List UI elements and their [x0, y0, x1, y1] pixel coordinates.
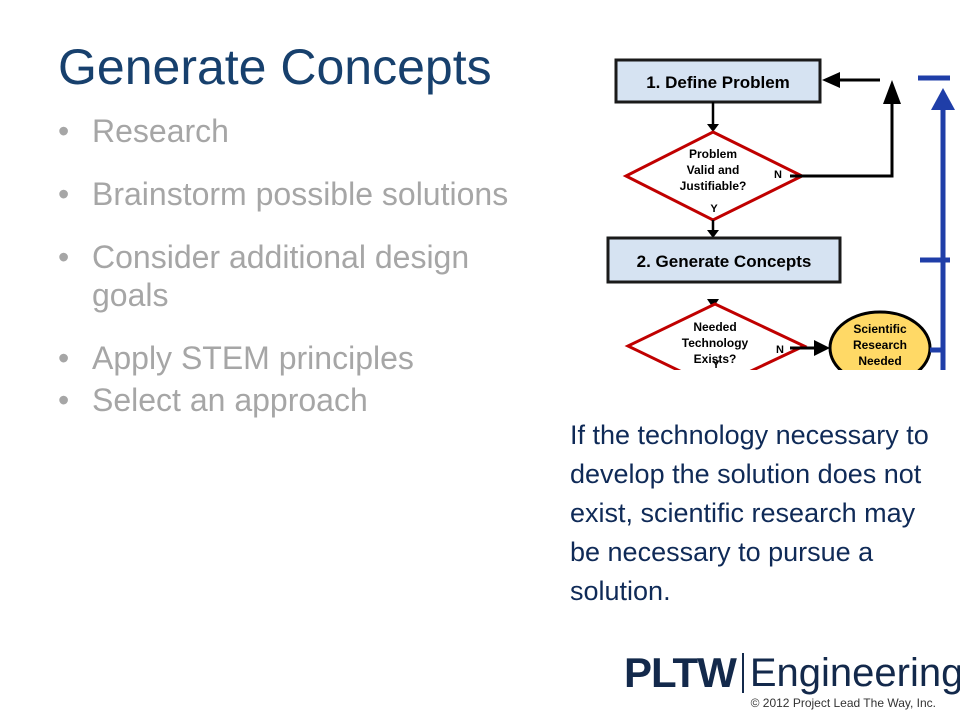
blue-arrowhead-up — [931, 88, 955, 110]
blue-return-bracket — [918, 75, 955, 370]
decision2-no-label: N — [776, 344, 784, 356]
arrowhead-down-1 — [707, 124, 719, 132]
define-problem-step: 1. Define Problem — [614, 58, 822, 104]
decision1-line2: Valid and — [687, 163, 740, 177]
decision2-yes-label: Y — [712, 359, 720, 370]
decision2-line3: Exists? — [694, 352, 737, 366]
problem-valid-decision: Problem Valid and Justifiable? N Y — [622, 130, 806, 222]
decision1-line1: Problem — [689, 147, 737, 161]
arrowhead-down-2 — [707, 230, 719, 238]
research-line3: Needed — [858, 354, 901, 368]
technology-exists-decision: Needed Technology Exists? N Y — [624, 302, 808, 370]
decision2-line1: Needed — [693, 320, 736, 334]
design-process-flowchart: 1. Define Problem Problem Valid and Just… — [606, 58, 955, 370]
slide-title: Generate Concepts — [58, 39, 492, 95]
decision1-no-label: N — [774, 169, 782, 181]
research-line1: Scientific — [853, 322, 907, 336]
bullet-stem: Apply STEM principles — [58, 339, 538, 377]
arrowhead-right-research — [814, 340, 830, 356]
logo-divider — [741, 653, 744, 693]
bullet-research: Research — [58, 112, 538, 150]
logo-subbrand: Engineering — [749, 650, 960, 695]
bullet-brainstorm: Brainstorm possible solutions — [58, 175, 538, 213]
generate-concepts-step: 2. Generate Concepts — [606, 236, 842, 284]
copyright-notice: © 2012 Project Lead The Way, Inc. — [750, 696, 936, 710]
logo-brand: PLTW — [624, 649, 737, 696]
bullet-select-approach: Select an approach — [58, 381, 538, 419]
generate-concepts-label: 2. Generate Concepts — [637, 252, 812, 271]
bullet-list: Research Brainstorm possible solutions C… — [58, 112, 538, 419]
explanation-caption: If the technology necessary to develop t… — [570, 420, 929, 606]
research-line2: Research — [853, 338, 907, 352]
pltw-engineering-logo: PLTW Engineering — [624, 648, 960, 698]
decision2-line2: Technology — [682, 336, 749, 350]
arrowhead-left-loop — [822, 72, 840, 88]
loop-no-to-define — [790, 92, 894, 178]
define-problem-label: 1. Define Problem — [646, 73, 790, 92]
bullet-design-goals: Consider additional design goals — [58, 238, 538, 314]
scientific-research-node: Scientific Research Needed — [828, 310, 932, 370]
decision1-line3: Justifiable? — [680, 179, 747, 193]
decision1-yes-label: Y — [710, 203, 718, 215]
arrowhead-up-loop — [883, 80, 901, 104]
